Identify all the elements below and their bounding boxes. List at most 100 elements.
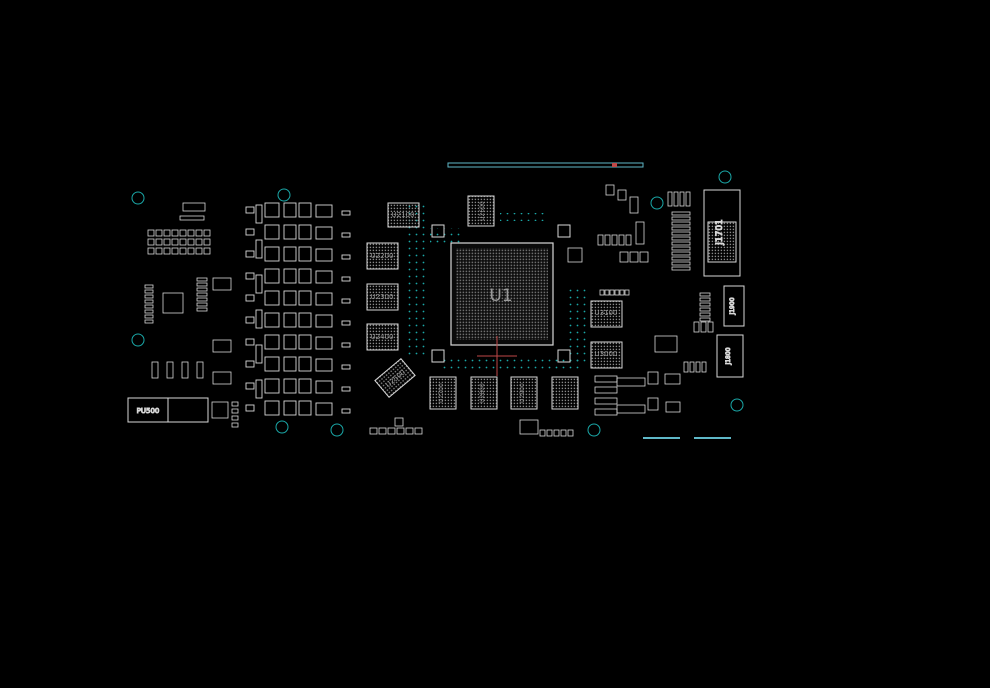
vrm-mosfet	[298, 378, 312, 394]
smd-resistor	[673, 191, 679, 207]
gpu-u1[interactable]: U1	[450, 242, 554, 346]
vrm-driver	[255, 204, 263, 224]
smd-cap	[378, 427, 387, 435]
smd-resistor	[144, 289, 154, 294]
smd-cap	[163, 238, 171, 246]
transistor	[616, 377, 646, 387]
smd-cap	[203, 247, 211, 255]
memory-u2200-label: U2200	[371, 252, 394, 260]
memory-u2700-label: U2700	[438, 383, 445, 403]
memory-u2600[interactable]: U2600	[467, 195, 495, 227]
memory-u2100[interactable]: U2100	[387, 202, 420, 228]
smd-cap	[195, 238, 203, 246]
smd-resistor	[679, 191, 685, 207]
vrm-resistor	[341, 342, 351, 348]
memory-u2600-label: U2600	[479, 201, 486, 221]
smd-cap	[539, 429, 546, 437]
smd-cap	[619, 251, 629, 263]
vrm-driver	[255, 344, 263, 364]
vrm-choke	[315, 292, 333, 306]
vrm-choke	[315, 380, 333, 394]
smd-resistor	[144, 309, 154, 314]
memory-u2900[interactable]: U2900	[510, 376, 538, 410]
vrm-choke	[315, 226, 333, 240]
smd-cap	[179, 229, 187, 237]
smd-cap	[396, 427, 405, 435]
smd-cap	[597, 234, 604, 246]
vrm-resistor	[341, 276, 351, 282]
vrm-mosfet	[298, 334, 312, 350]
ic	[605, 184, 615, 196]
smd-cap	[553, 429, 560, 437]
vrm-mosfet	[298, 246, 312, 262]
smd-cap	[695, 361, 701, 373]
memory-u2300[interactable]: U2300	[366, 283, 399, 311]
vrm-choke	[315, 402, 333, 416]
memory-u2200[interactable]: U2200	[366, 242, 399, 270]
vrm-resistor	[341, 408, 351, 414]
right-passive-cluster	[369, 184, 714, 437]
gpu-u1-label: U1	[489, 286, 512, 306]
power-connector[interactable]: PU500	[127, 397, 209, 423]
vrm-mosfet	[283, 268, 297, 284]
smd-cap	[231, 415, 239, 421]
memory-u3000-bottom[interactable]	[551, 376, 579, 410]
mounting-holes	[131, 170, 744, 437]
smd-resistor	[144, 304, 154, 309]
vrm-mosfet	[283, 378, 297, 394]
vrm-cap	[245, 360, 255, 368]
smd-cap	[187, 229, 195, 237]
vrm-inductor	[264, 400, 280, 416]
smd-resistor	[196, 287, 208, 292]
ic	[665, 401, 681, 413]
smd-resistor	[671, 256, 691, 261]
smd-resistor	[594, 375, 618, 383]
smd-cap	[369, 427, 378, 435]
vrm-resistor	[341, 298, 351, 304]
smd-cap	[187, 238, 195, 246]
smd-cap	[231, 401, 239, 407]
smd-resistor	[196, 277, 208, 282]
connector-j1800[interactable]: J1800	[716, 334, 744, 378]
vrm-mosfet	[298, 312, 312, 328]
connector-j1701[interactable]: J1701	[703, 189, 741, 277]
vrm-cap	[245, 382, 255, 390]
smd-resistor	[144, 319, 154, 324]
vrm-resistor	[341, 254, 351, 260]
vrm-inductor	[264, 290, 280, 306]
smd-resistor	[699, 302, 711, 307]
smd-resistor	[594, 386, 618, 394]
memory-u2400[interactable]: U2400	[366, 323, 399, 351]
memory-u2800[interactable]: U2800	[470, 376, 498, 410]
ic	[629, 196, 639, 214]
vrm-mosfet	[298, 290, 312, 306]
pcie-edge-connector	[447, 162, 644, 168]
vrm-cap	[245, 404, 255, 412]
smd-resistor	[671, 266, 691, 271]
smd-resistor	[671, 246, 691, 251]
memory-u3100[interactable]: U3100	[590, 300, 623, 328]
connector-j1900[interactable]: J1900	[723, 285, 745, 327]
vrm-driver	[255, 274, 263, 294]
vrm-mosfet	[283, 202, 297, 218]
vrm-mosfet	[283, 400, 297, 416]
transistor	[616, 404, 646, 414]
smd-resistor	[671, 221, 691, 226]
smd-cap	[155, 238, 163, 246]
ic	[162, 292, 184, 314]
ic	[519, 419, 539, 435]
vrm-cap	[245, 294, 255, 302]
memory-u2500[interactable]: U2500	[374, 357, 416, 399]
smd-cap	[689, 361, 695, 373]
memory-u3000[interactable]: U3000	[590, 341, 623, 369]
vrm-resistor	[341, 364, 351, 370]
memory-u2800-label: U2800	[479, 383, 486, 403]
vrm-mosfet	[283, 246, 297, 262]
memory-u2700[interactable]: U2700	[429, 376, 457, 410]
vrm-mosfet	[283, 290, 297, 306]
smd-resistor	[671, 231, 691, 236]
smd-cap	[394, 417, 404, 427]
smd-cap	[414, 427, 423, 435]
ic	[567, 247, 583, 263]
